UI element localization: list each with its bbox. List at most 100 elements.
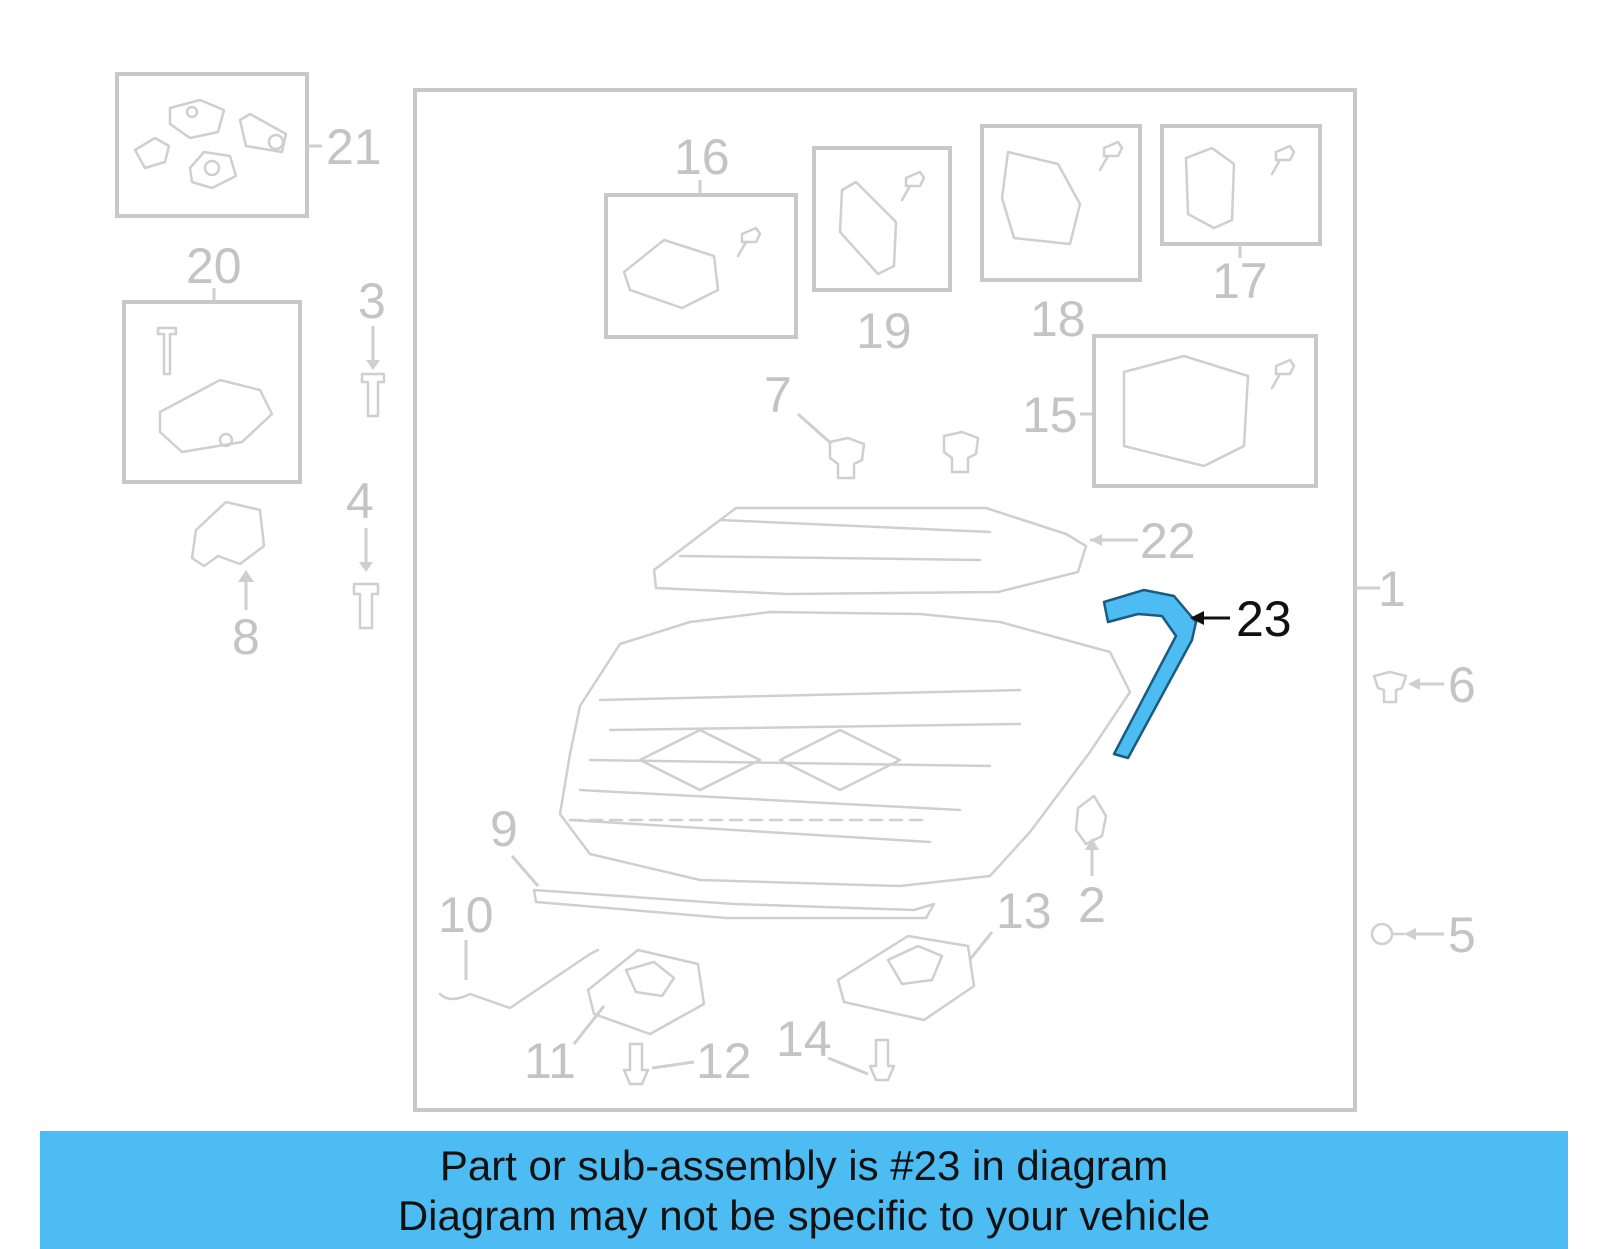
callout-4: 4 <box>346 473 374 529</box>
part-20-screw <box>156 326 178 376</box>
part-2-clip <box>1074 794 1108 846</box>
part-16-screw <box>736 226 762 258</box>
arrow-5 <box>1404 928 1416 940</box>
arrow-22 <box>1090 534 1102 546</box>
part-22-lens <box>652 506 1088 596</box>
arrow-3 <box>366 360 380 370</box>
part-3-4-group: 3 4 <box>346 273 386 630</box>
part-6-group: 6 <box>1372 657 1476 713</box>
leader-14 <box>827 1056 869 1076</box>
part-9-group: 9 <box>490 801 936 920</box>
callout-6: 6 <box>1448 657 1476 713</box>
headlamp-housing <box>558 610 1132 888</box>
callout-5: 5 <box>1448 907 1476 963</box>
part-20-plate <box>158 378 274 454</box>
banner-line-1: Part or sub-assembly is #23 in diagram <box>439 1142 1169 1189</box>
callout-16: 16 <box>674 129 730 185</box>
part-7-clip-b <box>942 430 980 474</box>
part-19-screw <box>900 170 926 202</box>
arrow-4 <box>359 562 373 572</box>
part-4-bolt <box>352 582 380 630</box>
arrow-23 <box>1190 611 1204 625</box>
part-19-module <box>838 180 898 276</box>
callout-22: 22 <box>1140 513 1196 569</box>
part-22-lines <box>678 518 992 562</box>
part-19-group: 19 <box>812 146 952 359</box>
part-5-group: 5 <box>1370 907 1476 963</box>
callout-14: 14 <box>776 1011 832 1067</box>
callout-23: 23 <box>1236 591 1292 647</box>
part-12-bolt <box>622 1042 650 1086</box>
part-8-sensor <box>190 500 266 568</box>
part-16-group: 16 <box>604 129 798 339</box>
part-15-group: 15 <box>1022 334 1318 488</box>
part-22-group: 22 <box>652 506 1196 596</box>
part-13-module <box>836 934 976 1022</box>
part-18-group: 18 <box>980 124 1142 347</box>
part-12-group: 12 <box>622 1033 752 1089</box>
part-20-group: 20 8 <box>122 238 302 665</box>
part-2-group: 2 <box>1074 794 1108 933</box>
part-21-hole-b <box>267 133 285 151</box>
part-13-group: 13 <box>836 883 1052 1022</box>
part-21-hole-c <box>203 159 221 177</box>
part-18-gasket <box>1000 150 1082 246</box>
part-21-bracket-b <box>168 98 226 140</box>
part-17-module <box>1184 146 1236 230</box>
info-banner: Part or sub-assembly is #23 in diagram D… <box>40 1131 1568 1249</box>
housing-projectors <box>638 728 902 792</box>
part-16-bracket <box>622 238 720 310</box>
part-13-detail <box>886 944 944 986</box>
part-6-clip <box>1372 670 1408 704</box>
part-10-group: 10 <box>438 887 600 1010</box>
housing-detail-lines <box>568 688 1022 844</box>
part-9-strip <box>532 888 936 920</box>
part-17-box <box>1160 124 1322 246</box>
part-17-group: 17 <box>1160 124 1322 309</box>
part-14-bolt <box>868 1038 896 1082</box>
callout-7: 7 <box>764 367 792 423</box>
part-18-screw <box>1098 140 1124 172</box>
part-21-group: 21 <box>115 72 382 218</box>
part-7-clip-a <box>828 436 866 480</box>
callout-20: 20 <box>186 238 242 294</box>
callout-2: 2 <box>1078 877 1106 933</box>
callout-9: 9 <box>490 801 518 857</box>
callout-19: 19 <box>856 303 912 359</box>
callout-1: 1 <box>1378 561 1406 617</box>
part-11-module <box>586 948 706 1036</box>
leader-9 <box>510 855 540 887</box>
part-23-trim <box>1102 588 1198 760</box>
part-14-group: 14 <box>776 1011 896 1082</box>
callout-17: 17 <box>1212 253 1268 309</box>
callout-12: 12 <box>696 1033 752 1089</box>
leader-12 <box>651 1060 695 1070</box>
part-7-group: 7 <box>764 367 980 480</box>
callout-21: 21 <box>326 119 382 175</box>
callout-11: 11 <box>524 1033 576 1089</box>
part-20-hole <box>218 432 234 448</box>
banner-line-2: Diagram may not be specific to your vehi… <box>397 1192 1211 1239</box>
part-15-screw <box>1270 358 1296 390</box>
part-11-group: 11 <box>524 948 706 1089</box>
callout-10: 10 <box>438 887 494 943</box>
part-21-bracket-d <box>188 150 238 190</box>
part-10-harness <box>438 948 600 1010</box>
part-15-housing <box>1122 354 1250 468</box>
housing-body <box>558 610 1132 888</box>
part-23-group: 23 <box>1102 588 1292 760</box>
part-21-hole <box>185 105 199 119</box>
part-11-detail <box>624 960 676 998</box>
part-3-screw <box>360 372 386 418</box>
callout-8: 8 <box>232 609 260 665</box>
part-17-screw <box>1270 144 1296 176</box>
leader-11 <box>572 1005 606 1045</box>
leader-7 <box>797 412 835 448</box>
callout-13: 13 <box>996 883 1052 939</box>
callout-18: 18 <box>1030 291 1086 347</box>
arrow-6 <box>1408 678 1420 690</box>
callout-15: 15 <box>1022 387 1078 443</box>
arrow-2 <box>1085 838 1099 850</box>
part-21-bracket-a <box>133 136 171 170</box>
